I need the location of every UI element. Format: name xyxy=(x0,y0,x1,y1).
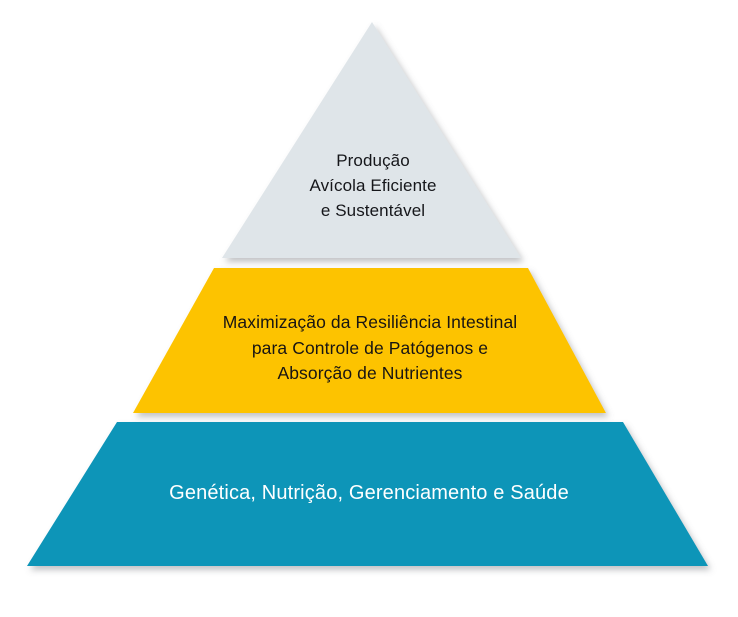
pyramid-level-bottom[interactable] xyxy=(27,422,708,566)
pyramid-level-top[interactable] xyxy=(222,22,521,258)
pyramid-level-middle[interactable] xyxy=(133,268,606,413)
